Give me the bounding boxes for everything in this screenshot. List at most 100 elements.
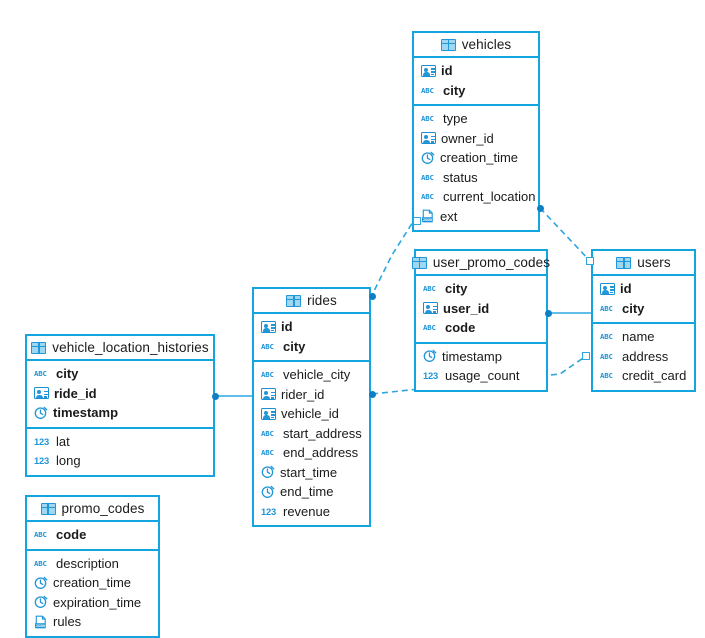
column-row[interactable]: creation_time	[27, 573, 158, 593]
primary-key-row[interactable]: id	[593, 279, 694, 299]
json-icon: JSON	[421, 209, 435, 223]
column-row[interactable]: 123 revenue	[254, 502, 369, 522]
primary-key-row[interactable]: id	[254, 317, 369, 337]
column-row[interactable]: 123 usage_count	[416, 366, 546, 386]
column-name: rider_id	[281, 386, 325, 402]
relationship-source-marker[interactable]	[545, 310, 552, 317]
column-name: id	[441, 63, 453, 79]
abc-icon: ABC	[600, 351, 613, 361]
table-title: promo_codes	[61, 501, 145, 516]
column-row[interactable]: rider_id	[254, 385, 369, 405]
column-row[interactable]: end_time	[254, 482, 369, 502]
relationship-target-marker[interactable]	[582, 352, 590, 360]
relationship-target-marker[interactable]	[586, 257, 594, 265]
table-header[interactable]: promo_codes	[27, 497, 158, 522]
abc-icon: ABC	[261, 428, 274, 438]
123-icon: 123	[261, 505, 277, 517]
column-name: id	[281, 319, 293, 335]
table-header[interactable]: vehicles	[414, 33, 538, 58]
relationship-source-marker[interactable]	[537, 205, 544, 212]
123-icon: 123	[34, 435, 50, 447]
column-name: creation_time	[440, 150, 519, 166]
column-row[interactable]: owner_id	[414, 129, 538, 149]
column-name: city	[56, 366, 79, 382]
column-name: start_time	[280, 464, 338, 480]
column-row[interactable]: start_time	[254, 463, 369, 483]
table-header[interactable]: users	[593, 251, 694, 276]
primary-key-row[interactable]: id	[414, 61, 538, 81]
column-name: expiration_time	[53, 594, 142, 610]
abc-icon: ABC	[34, 530, 47, 540]
relationship-source-marker[interactable]	[369, 391, 376, 398]
column-row[interactable]: timestamp	[416, 347, 546, 367]
column-row[interactable]: expiration_time	[27, 593, 158, 613]
clock-icon	[261, 485, 275, 499]
column-name: rules	[53, 614, 82, 630]
column-name: code	[445, 320, 476, 336]
column-name: usage_count	[445, 368, 520, 384]
column-name: vehicle_id	[281, 406, 339, 422]
relationship-source-marker[interactable]	[369, 293, 376, 300]
abc-icon: ABC	[261, 448, 274, 458]
column-name: revenue	[283, 503, 330, 519]
column-row[interactable]: ABC end_address	[254, 443, 369, 463]
table-title: users	[637, 255, 671, 270]
table-header[interactable]: vehicle_location_histories	[27, 336, 213, 361]
primary-key-row[interactable]: timestamp	[27, 403, 213, 423]
column-row[interactable]: vehicle_id	[254, 404, 369, 424]
column-name: ride_id	[54, 385, 97, 401]
primary-key-row[interactable]: user_id	[416, 299, 546, 319]
relationship-source-marker[interactable]	[212, 393, 219, 400]
column-name: timestamp	[442, 348, 502, 364]
table-header[interactable]: user_promo_codes	[411, 251, 550, 276]
table-icon	[616, 256, 632, 269]
relationship-target-marker[interactable]	[413, 217, 421, 225]
table-header[interactable]: rides	[254, 289, 369, 314]
clock-icon	[34, 576, 48, 590]
clock-icon	[421, 151, 435, 165]
column-name: end_address	[283, 445, 359, 461]
column-name: end_time	[280, 484, 334, 500]
primary-key-row[interactable]: ride_id	[27, 384, 213, 404]
column-name: timestamp	[53, 405, 119, 421]
column-row[interactable]: creation_time	[414, 148, 538, 168]
uuid-icon	[34, 387, 49, 400]
column-name: owner_id	[441, 130, 494, 146]
column-name: status	[443, 169, 478, 185]
123-icon: 123	[423, 370, 439, 382]
abc-icon: ABC	[261, 341, 274, 351]
clock-icon	[261, 465, 275, 479]
